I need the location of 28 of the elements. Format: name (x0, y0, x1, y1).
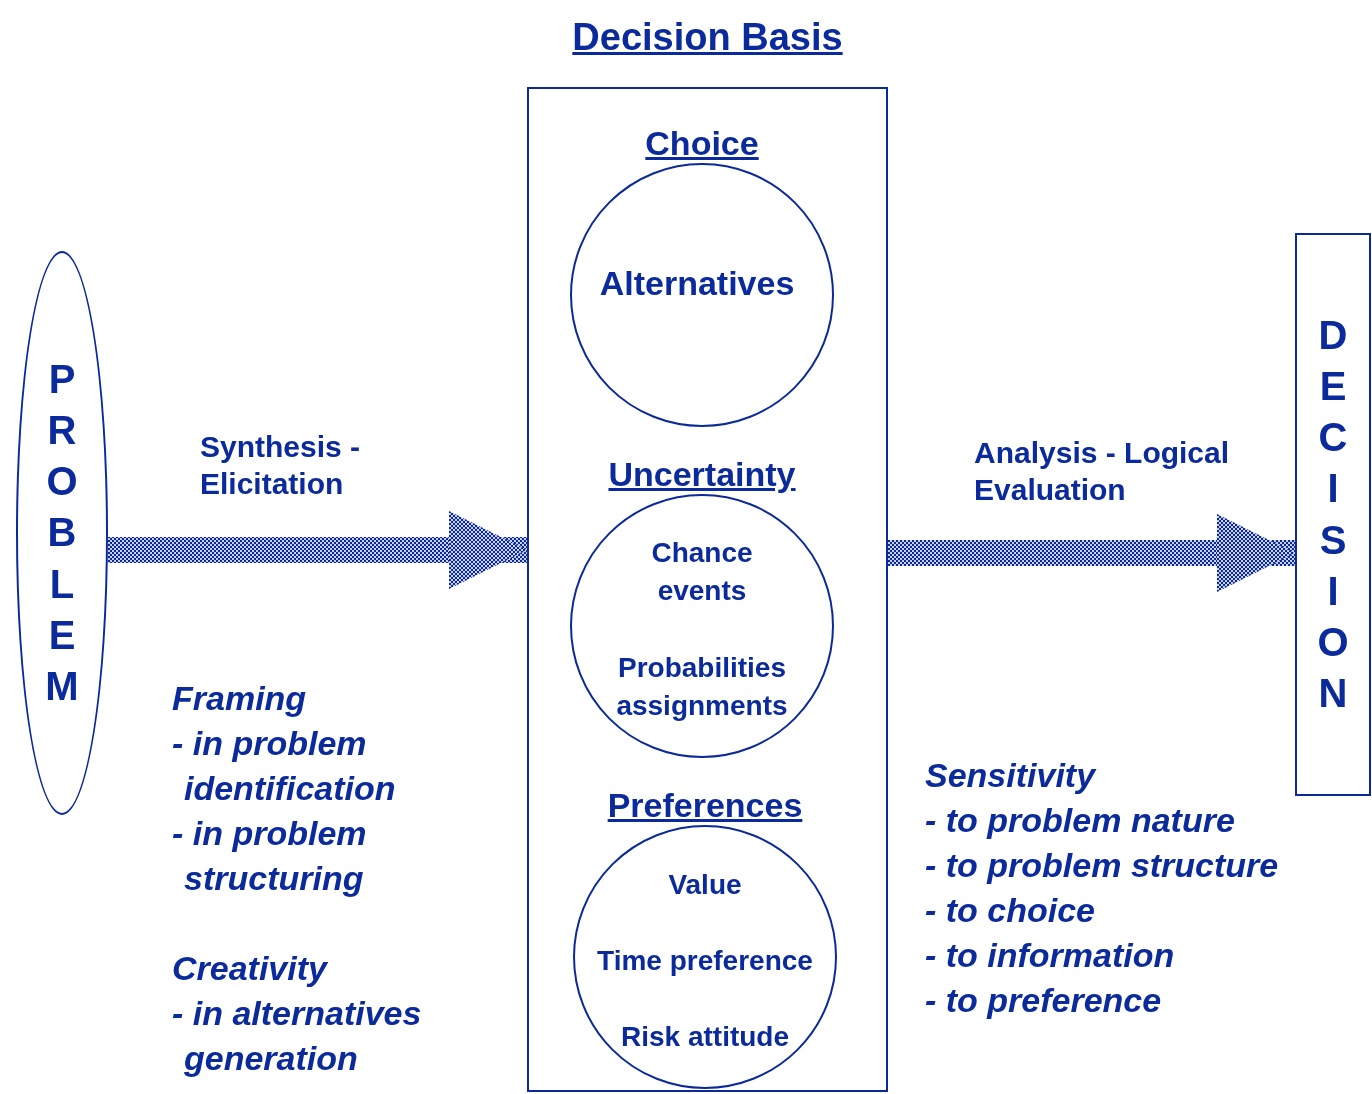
block-arrow (108, 511, 527, 589)
circle-heading: Preferences (607, 785, 803, 825)
edge-label: Analysis - Logical Evaluation (974, 435, 1231, 508)
note-text: - in problem structuring (172, 813, 368, 899)
note-text: Framing (172, 678, 308, 719)
panel-heading: Decision Basis (572, 15, 843, 59)
note-text: - in problem identification (172, 723, 397, 809)
note-text: - in alternatives generation (172, 993, 423, 1079)
decision-box (1295, 233, 1371, 796)
circle-text: Time preference (596, 944, 814, 978)
note-text: - to problem structure (925, 845, 1280, 886)
circle-text: Alternatives (598, 263, 796, 303)
edge-label: Synthesis - Elicitation (200, 429, 362, 502)
note-text: - to information (925, 935, 1176, 976)
circle-text: Probabilities assignments (615, 651, 789, 723)
note-text: Creativity (172, 948, 329, 989)
circle-text: Chance events (650, 536, 754, 608)
note-text: - to problem nature (925, 800, 1236, 841)
circle-text: Value (667, 868, 743, 902)
vertical-text: DECISION (1321, 311, 1345, 718)
note-text: Sensitivity (925, 755, 1098, 796)
circle-text: Risk attitude (620, 1020, 790, 1054)
circle-heading: Uncertainty (608, 454, 796, 494)
note-text: - to choice (925, 890, 1097, 931)
vertical-text: PROBLEM (50, 355, 74, 710)
note-text: - to preference (925, 980, 1163, 1021)
block-arrow (888, 514, 1295, 592)
circle-heading: Choice (645, 123, 759, 163)
